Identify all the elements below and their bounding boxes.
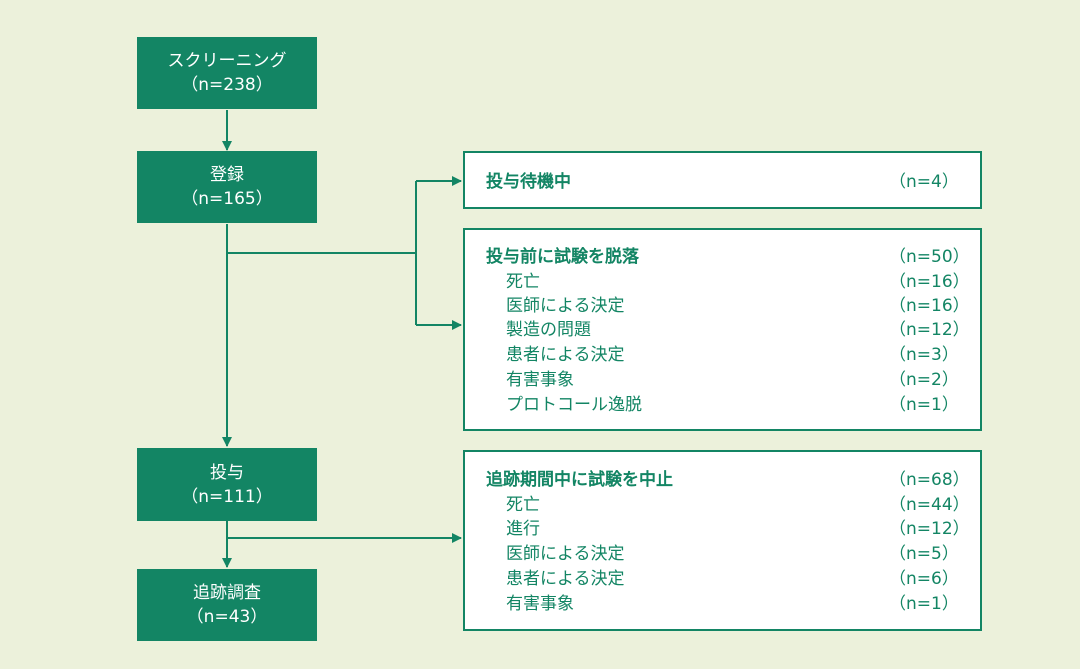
discontinued-reason-row: 患者による決定 （n=6） — [465, 567, 980, 591]
panel-discontinued-label: 追跡期間中に試験を中止 — [486, 470, 673, 490]
stage-dosing-label: 投与 — [210, 462, 244, 483]
dropout-reason-count: （n=16） — [889, 296, 970, 316]
stage-followup-label: 追跡調査 — [193, 583, 261, 603]
stage-enrollment: 登録 （n=165） — [137, 151, 317, 223]
discontinued-reason-row: 死亡 （n=44） — [465, 493, 980, 517]
panel-discontinued-header: 追跡期間中に試験を中止 （n=68） — [465, 468, 980, 492]
discontinued-reason-row: 進行 （n=12） — [465, 517, 980, 541]
stage-followup-count: （n=43） — [186, 607, 268, 627]
discontinued-reason-label: 医師による決定 — [506, 544, 625, 564]
dropout-reason-row: 患者による決定 （n=3） — [465, 343, 980, 367]
dropout-reason-row: プロトコール逸脱 （n=1） — [465, 393, 980, 417]
stage-dosing: 投与 （n=111） — [137, 448, 317, 521]
dropout-reason-label: プロトコール逸脱 — [506, 395, 642, 415]
panel-discontinued-count: （n=68） — [889, 470, 970, 490]
stage-screening-label: スクリーニング — [167, 51, 287, 71]
stage-enrollment-label: 登録 — [210, 165, 244, 185]
discontinued-reason-count: （n=5） — [889, 544, 959, 564]
panel-waiting-label: 投与待機中 — [486, 172, 571, 192]
panel-followup-discontinued: 追跡期間中に試験を中止 （n=68） 死亡 （n=44） 進行 （n=12） 医… — [463, 450, 982, 631]
panel-dropout-header: 投与前に試験を脱落 （n=50） — [465, 245, 980, 269]
panel-dropout-count: （n=50） — [889, 247, 970, 267]
stage-screening: スクリーニング （n=238） — [137, 37, 317, 109]
discontinued-reason-label: 進行 — [506, 519, 540, 539]
dropout-reason-label: 死亡 — [506, 272, 540, 292]
discontinued-reason-label: 死亡 — [506, 495, 540, 515]
panel-waiting: 投与待機中 （n=4） — [463, 151, 982, 209]
stage-followup: 追跡調査 （n=43） — [137, 569, 317, 641]
discontinued-reason-count: （n=44） — [889, 495, 970, 515]
dropout-reason-count: （n=16） — [889, 272, 970, 292]
discontinued-reason-row: 医師による決定 （n=5） — [465, 542, 980, 566]
discontinued-reason-label: 患者による決定 — [506, 569, 625, 589]
panel-waiting-header: 投与待機中 （n=4） — [465, 170, 980, 194]
dropout-reason-label: 医師による決定 — [506, 296, 625, 316]
dropout-reason-count: （n=2） — [889, 370, 959, 390]
panel-waiting-count: （n=4） — [889, 172, 959, 192]
dropout-reason-count: （n=3） — [889, 345, 959, 365]
dropout-reason-label: 製造の問題 — [506, 320, 591, 340]
panel-pre-dose-dropout: 投与前に試験を脱落 （n=50） 死亡 （n=16） 医師による決定 （n=16… — [463, 228, 982, 431]
discontinued-reason-count: （n=6） — [889, 569, 959, 589]
dropout-reason-row: 有害事象 （n=2） — [465, 368, 980, 392]
discontinued-reason-row: 有害事象 （n=1） — [465, 592, 980, 616]
discontinued-reason-label: 有害事象 — [506, 594, 574, 614]
dropout-reason-label: 有害事象 — [506, 370, 574, 390]
discontinued-reason-count: （n=1） — [889, 594, 959, 614]
stage-dosing-count: （n=111） — [181, 486, 273, 507]
dropout-reason-row: 死亡 （n=16） — [465, 270, 980, 294]
panel-dropout-label: 投与前に試験を脱落 — [486, 247, 639, 267]
dropout-reason-count: （n=12） — [889, 320, 970, 340]
stage-enrollment-count: （n=165） — [181, 189, 273, 209]
stage-screening-count: （n=238） — [181, 75, 273, 95]
dropout-reason-row: 医師による決定 （n=16） — [465, 294, 980, 318]
dropout-reason-row: 製造の問題 （n=12） — [465, 318, 980, 342]
dropout-reason-count: （n=1） — [889, 395, 959, 415]
discontinued-reason-count: （n=12） — [889, 519, 970, 539]
dropout-reason-label: 患者による決定 — [506, 345, 625, 365]
